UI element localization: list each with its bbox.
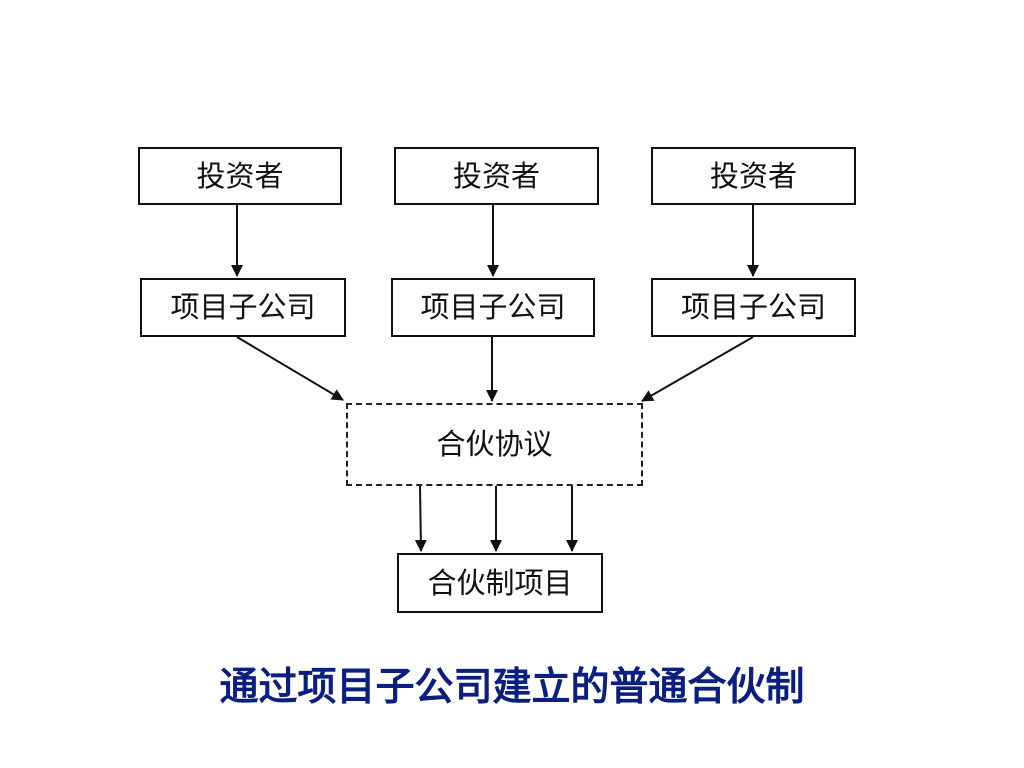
subsidiary-box-1: 项目子公司 xyxy=(140,278,346,337)
investor-label-3: 投资者 xyxy=(709,158,797,193)
investor-box-2: 投资者 xyxy=(394,147,599,205)
arrow-subsidiary-3-to-agreement xyxy=(641,336,754,402)
investor-box-1: 投资者 xyxy=(138,147,342,205)
investor-label-1: 投资者 xyxy=(196,158,284,193)
partnership-project-box: 合伙制项目 xyxy=(397,553,603,613)
investor-box-3: 投资者 xyxy=(651,147,856,205)
subsidiary-box-3: 项目子公司 xyxy=(651,278,856,337)
investor-label-2: 投资者 xyxy=(452,158,540,193)
arrow-subsidiary-1-to-agreement xyxy=(236,336,344,401)
subsidiary-label-2: 项目子公司 xyxy=(420,290,566,324)
subsidiary-box-2: 项目子公司 xyxy=(391,278,595,337)
arrow-agreement-to-project-left xyxy=(414,485,427,552)
partnership-project-label: 合伙制项目 xyxy=(427,565,573,600)
partnership-agreement-label: 合伙协议 xyxy=(436,427,553,461)
subsidiary-label-1: 项目子公司 xyxy=(170,290,316,324)
subsidiary-label-3: 项目子公司 xyxy=(680,290,826,324)
diagram-caption: 通过项目子公司建立的普通合伙制 xyxy=(219,664,805,710)
partnership-agreement-box: 合伙协议 xyxy=(346,403,643,486)
